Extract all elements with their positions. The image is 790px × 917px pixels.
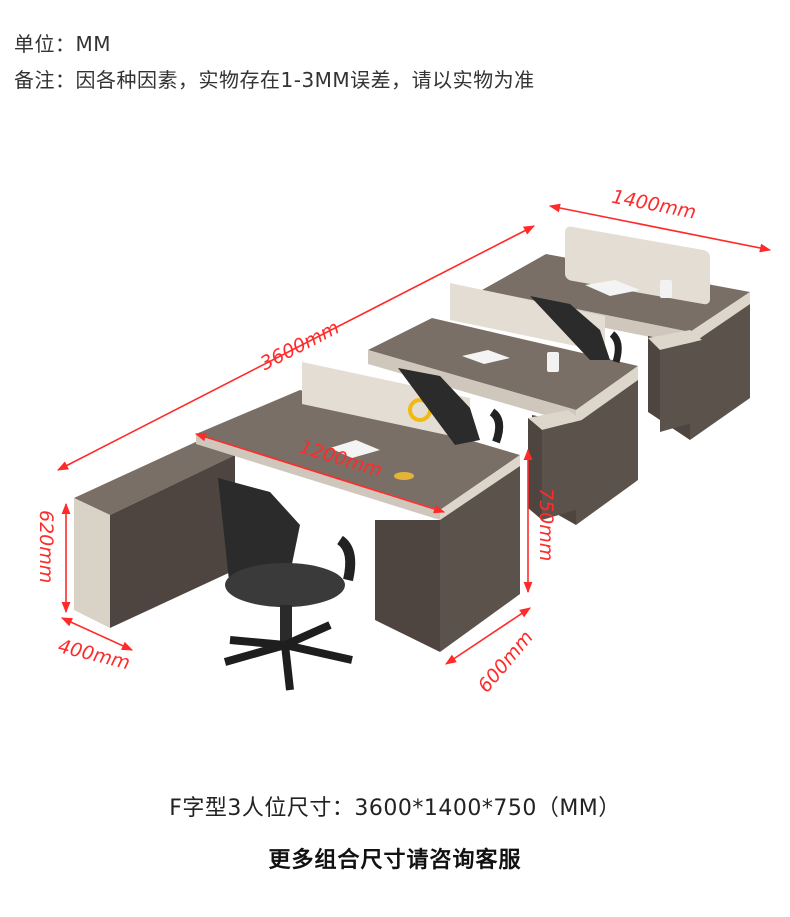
- dim-line-total-length: [57, 225, 535, 471]
- mobile-pedestal-back: [648, 330, 702, 432]
- dim-total-length: 3600mm: [257, 317, 343, 375]
- dim-desk-depth: 600mm: [474, 627, 538, 697]
- dim-line-depth: [548, 203, 772, 253]
- coffee-cup-icon: [394, 472, 414, 480]
- spec-caption: F字型3人位尺寸：3600*1400*750（MM）: [169, 796, 621, 821]
- contact-caption: 更多组合尺寸请咨询客服: [268, 848, 522, 873]
- dim-cabinet-height: 620mm: [35, 510, 57, 583]
- dim-depth: 1400mm: [610, 186, 698, 224]
- dim-desk-height: 750mm: [535, 488, 557, 561]
- mobile-pedestal-middle: [528, 410, 582, 520]
- note-label: 备注：因各种因素，实物存在1-3MM误差，请以实物为准: [14, 68, 535, 92]
- dim-line-desk-width: [194, 432, 446, 514]
- laptop-icon: [585, 280, 640, 296]
- dim-cabinet-depth: 400mm: [56, 635, 132, 674]
- cup-icon-2: [547, 352, 559, 372]
- dim-line-desk-depth: [445, 607, 531, 665]
- office-chair-back: [530, 296, 622, 364]
- office-chair-front: [218, 478, 356, 691]
- cup-icon: [660, 280, 672, 298]
- dim-line-cabinet-depth: [60, 617, 134, 651]
- unit-label: 单位：MM: [14, 32, 112, 56]
